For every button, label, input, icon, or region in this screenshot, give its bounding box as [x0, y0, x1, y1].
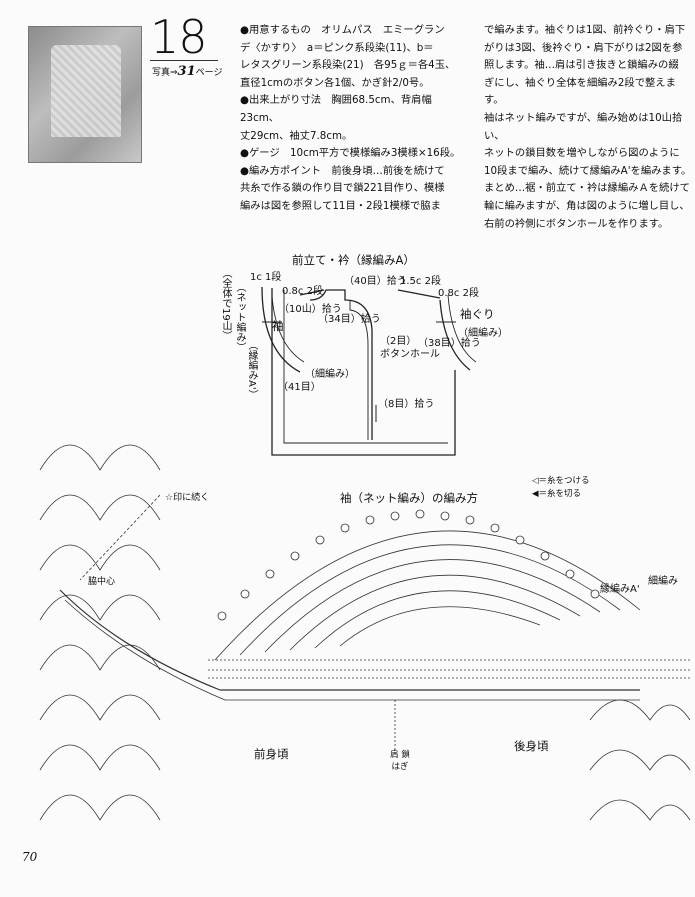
net-label: （ネット編み） — [234, 282, 245, 352]
text-line: 右前の衿側にボタンホールを作ります。 — [484, 217, 669, 230]
sleeve-label: 袖 — [272, 319, 284, 333]
pick-34-label: （34目）拾う — [318, 314, 381, 325]
sc-label: （細編み） — [305, 369, 355, 380]
armhole-label: 袖ぐり — [460, 307, 495, 321]
front-collar-label: 前立て・衿（縁編みA） — [292, 253, 415, 267]
number-rule — [150, 60, 218, 61]
pick-41-label: （41目） — [278, 382, 321, 393]
text-line: ぎにし、袖ぐり全体を細編み2段で整えます。 — [484, 76, 676, 107]
dan-right-label: 0.8c 2段 — [438, 288, 479, 299]
instructions-col1: ●用意するもの オリムパス エミーグラン デ〈かすり〉 a＝ピンク系段染(11)… — [240, 22, 462, 216]
sc2-label: 細編み — [648, 576, 678, 587]
text-line: がりは3図、後衿ぐり・肩下がりは2図を参 — [484, 41, 683, 54]
photo-reference: 写真⇒31ページ — [152, 64, 223, 79]
text-line: 輪に編みますが、角は図のように増し目し、 — [484, 199, 690, 212]
pick-10-label: （10山）拾う — [279, 304, 342, 315]
pick-2-label: （2目） — [380, 336, 417, 347]
text-line: ●ゲージ 10cm平方で模様編み3模様×16段。 — [240, 147, 461, 160]
text-line: 照します。袖…肩は引き抜きと鎖編みの綴 — [484, 59, 679, 72]
project-photo — [28, 26, 142, 163]
dan1-label: 1c 1段 — [250, 272, 282, 283]
buttonhole-label: ボタンホール — [380, 349, 440, 360]
pick-38-label: （38目）拾う — [418, 338, 481, 349]
text-line: 丈29cm、袖丈7.8cm。 — [240, 129, 353, 142]
edge-a-label: 縁編みA' — [600, 584, 640, 595]
cardigan-thumbnail — [51, 45, 121, 137]
sleeve-chart — [39, 444, 691, 821]
pattern-number: 18 — [150, 10, 208, 64]
picot-edge — [217, 509, 600, 621]
page-number: 70 — [22, 850, 38, 864]
text-line: で編みます。袖ぐりは1図、前衿ぐり・肩下 — [484, 24, 686, 36]
pick-40-label: （40目）拾う — [344, 276, 407, 287]
side-center-label: 脇中心 — [88, 577, 116, 587]
text-line: ●出来上がり寸法 胸囲68.5cm、背肩幅23cm、 — [240, 94, 432, 124]
text-line: レタスグリーン系段染(21) 各95ｇ＝各4玉、 — [240, 59, 456, 72]
text-line: まとめ…裾・前立て・衿は縁編みＡを続けて — [484, 182, 690, 195]
legend-join: ◁＝糸をつける — [532, 476, 590, 486]
dan2-label: 0.8c 2段 — [282, 286, 323, 297]
back-body-label: 後身頃 — [514, 739, 549, 753]
whole-19-label: （全体で19山） — [220, 268, 231, 341]
legend-cut: ◀＝糸を切る — [532, 489, 582, 499]
text-line: デ〈かすり〉 a＝ピンク系段染(11)、b＝ — [240, 41, 434, 54]
text-line: ●用意するもの オリムパス エミーグラン — [240, 24, 445, 36]
edge-a-prime-label: （縁編みA'） — [246, 340, 257, 400]
front-body-label: 前身頃 — [254, 747, 289, 761]
text-line: 直径1cmのボタン各1個、かぎ針2/0号。 — [240, 76, 430, 89]
text-line: 袖はネット編みですが、編み始めは10山拾い、 — [484, 111, 683, 142]
garment-schematic — [261, 286, 477, 456]
sleeve-title: 袖（ネット編み）の編み方 — [340, 491, 478, 505]
dan15-label: 1.5c 2段 — [400, 276, 441, 287]
text-line: 共糸で作る鎖の作り目で鎖221目作り、模様 — [240, 182, 445, 195]
instructions-col2: で編みます。袖ぐりは1図、前衿ぐり・肩下 がりは3図、後衿ぐり・肩下がりは2図を… — [484, 22, 694, 233]
pick-8-label: （8目）拾う — [378, 399, 435, 410]
text-line: 編みは図を参照して11目・2段1模様で脇ま — [240, 199, 441, 212]
text-line: 10段まで編み、続けて縁編みA'を編みます。 — [484, 164, 692, 177]
text-line: ●編み方ポイント 前後身頃…前後を続けて — [240, 164, 445, 177]
text-line: ネットの鎖目数を増やしながら図のように — [484, 147, 680, 160]
armhole-sub-label: （細編み） — [458, 328, 508, 339]
continue-star-label: ☆印に続く — [165, 493, 210, 503]
shoulder-join-label: 肩 鎖はぎ — [390, 750, 410, 772]
